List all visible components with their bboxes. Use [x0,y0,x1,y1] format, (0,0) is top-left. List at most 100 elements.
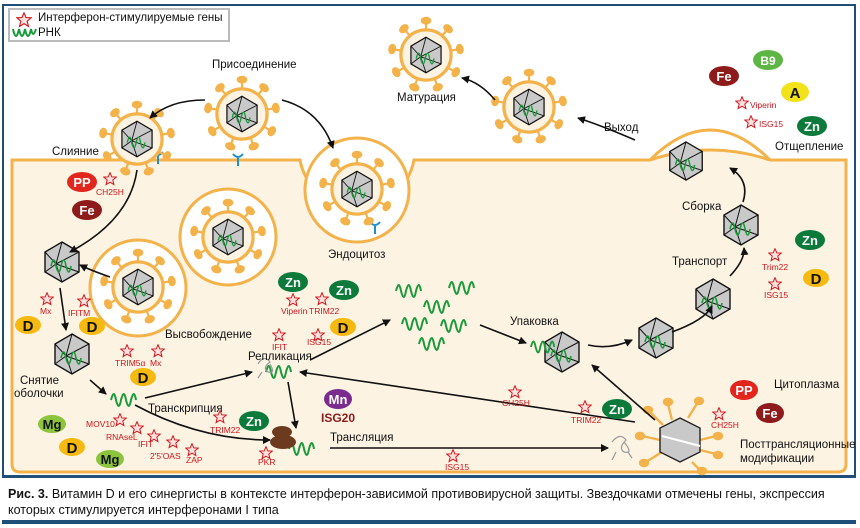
label-transport: Транспорт [672,256,728,268]
svg-text:D: D [338,320,349,337]
svg-text:Zn: Zn [802,233,818,248]
label-assembly: Сборка [682,201,722,213]
label-uncoating-2: оболочки [14,388,64,400]
gene-label: TRIM22 [309,306,340,316]
svg-text:Zn: Zn [246,414,262,429]
svg-text:Zn: Zn [609,402,625,417]
gene-label: Viperin [281,306,308,316]
pathway-arrows [59,75,749,452]
gene-label: RNAseL [106,432,138,442]
svg-text:B9: B9 [760,54,776,68]
label-budding: Отщепление [775,141,843,153]
gene-label: IFIT [138,439,153,449]
ptm-protein-icon [634,396,724,476]
svg-text:PP: PP [73,175,91,190]
svg-text:A: A [790,85,801,102]
label-ptm-1: Посттрансляционные [740,439,856,451]
chip-d: D [79,317,105,336]
protein-tangle-icon [257,357,633,461]
chip-fe-fusion: Fe [72,200,102,220]
svg-text:PP: PP [735,383,753,398]
gene-label: Mx [150,358,162,368]
star-icon [735,96,749,110]
gene-label: PKR [258,457,275,467]
label-replication: Репликация [248,351,312,363]
label-fusion: Слияние [52,146,99,158]
chip-zn: Zn [602,399,632,419]
chip-zn: Zn [797,116,827,136]
caption-text: Витамин D и его синергисты в контексте и… [8,487,825,517]
svg-text:Fe: Fe [79,203,94,218]
virion-maturation-icon [389,18,464,91]
chip-d: D [15,316,41,335]
rna-icon [12,28,37,37]
gene-label: ISG15 [764,290,788,300]
virion-exit-icon [492,70,567,143]
svg-text:Zn: Zn [285,275,301,290]
svg-text:D: D [811,271,822,288]
caption-label: Рис. 3. [8,487,49,501]
label-cytoplasm: Цитоплазма [774,379,840,391]
label-exit: Выход [604,122,639,134]
budding-virion-icon [648,128,772,181]
chip-pp-fusion: PP [67,172,97,192]
viral-lifecycle-diagram: Присоединение Слияние Эндоцитоз Высвобож… [10,0,856,476]
label-ptm-2: модификации [740,453,814,465]
gene-label: TRIM5α [115,358,146,368]
chip-zn: Zn [329,280,359,300]
svg-text:Mn: Mn [329,392,348,407]
gene-label: ISG15 [759,119,783,129]
gene-label: Mx [40,306,52,316]
legend-star-label: Интерферон-стимулируемые гены [38,12,223,24]
svg-text:Mg: Mg [43,417,62,432]
legend: Интерферон-стимулируемые гены РНК [8,8,230,42]
gene-label: CH25H [502,398,530,408]
bottom-rule [2,520,856,524]
svg-text:D: D [67,440,78,457]
virion-attachment-icon [205,77,280,150]
legend-rna-label: РНК [38,27,61,39]
svg-text:Mg: Mg [101,452,120,467]
gene-label: ISG15 [307,337,331,347]
gene-label: 2'5'OAS [150,451,181,461]
chip-d: D [803,269,829,288]
figure-caption: Рис. 3. Витамин D и его синергисты в кон… [8,486,856,518]
label-translation: Трансляция [330,432,393,444]
chip-pp: PP [730,380,758,400]
svg-text:Fe: Fe [716,69,731,84]
chip-zn: Zn [795,230,825,250]
chip-a: A [781,82,809,102]
label-release: Высвобождение [165,329,252,341]
label-transcription: Транскрипция [148,403,223,415]
svg-text:Fe: Fe [762,406,777,421]
label-maturation: Матурация [397,92,456,104]
chip-zn: Zn [278,272,308,292]
star-icon [744,115,758,129]
svg-text:Zn: Zn [336,283,352,298]
gene-label: CH25H [96,187,124,197]
gene-isg20: ISG20 [321,411,355,425]
chip-d: D [59,438,85,457]
svg-text:Zn: Zn [804,119,820,134]
ribosome-icon [270,426,296,449]
chip-mn: Mn [324,389,352,409]
gene-label: IFITM [68,308,90,318]
gene-label: Trim22 [762,262,788,272]
chip-mg: Mg [96,450,124,468]
label-packaging: Упаковка [510,316,559,328]
chip-fe: Fe [709,66,739,86]
gene-label: Viperin [750,100,777,110]
chip-b9: B9 [753,50,783,70]
star-icon [16,12,32,28]
chip-zn: Zn [239,411,269,431]
nutrient-chips: PP Fe D D D Mg D Mg Zn Zn Zn D Mn Zn PP … [15,50,829,468]
chip-d: D [130,368,156,387]
chip-mg: Mg [38,415,66,433]
gene-label: ISG15 [445,462,469,472]
chip-d: D [330,318,356,337]
gene-label: IFIT [272,342,287,352]
gene-label: TRIM22 [571,415,602,425]
gene-label: ZAP [186,455,203,465]
svg-text:D: D [87,319,98,336]
chip-fe: Fe [756,403,784,423]
